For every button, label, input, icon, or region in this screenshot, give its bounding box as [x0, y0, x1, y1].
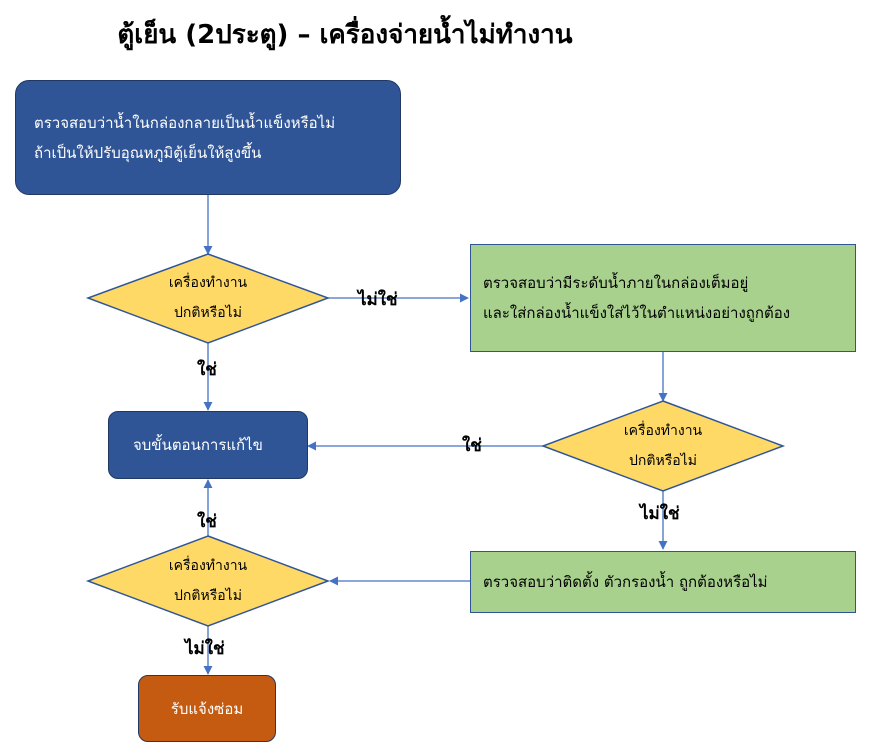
decision-3-text: เครื่องทำงาน ปกติหรือไม่	[168, 558, 248, 604]
step-check-water-level: ตรวจสอบว่ามีระดับน้ำภายในกล่องเต็มอยู่ แ…	[470, 244, 856, 352]
decision-2-text: เครื่องทำงาน ปกติหรือไม่	[623, 423, 703, 469]
label-d1-yes: ใช่	[197, 360, 217, 380]
label-d3-no: ไม่ใช่	[185, 639, 225, 659]
step-check-ice-bin-text: ตรวจสอบว่าน้ำในกล่องกลายเป็นน้ำแข็งหรือไ…	[34, 113, 336, 162]
label-d1-no: ไม่ใช่	[358, 290, 398, 310]
decision-1-text: เครื่องทำงาน ปกติหรือไม่	[168, 275, 248, 321]
step-end-text: จบขั้นตอนการแก้ไข	[133, 436, 263, 454]
label-d2-no: ไม่ใช่	[640, 504, 680, 524]
step-check-ice-bin: ตรวจสอบว่าน้ำในกล่องกลายเป็นน้ำแข็งหรือไ…	[15, 80, 401, 195]
page-title: ตู้เย็น (2ประตู) – เครื่องจ่ายน้ำไม่ทำงา…	[117, 20, 573, 50]
step-request-repair-text: รับแจ้งซ่อม	[170, 699, 244, 718]
step-check-filter: ตรวจสอบว่าติดตั้ง ตัวกรองน้ำ ถูกต้องหรือ…	[470, 551, 856, 613]
decision-diamond-2	[540, 400, 786, 492]
decision-diamond-3	[85, 535, 331, 627]
decision-diamond-1	[85, 253, 331, 344]
step-end: จบขั้นตอนการแก้ไข	[108, 411, 308, 479]
step-request-repair: รับแจ้งซ่อม	[138, 675, 276, 742]
label-d2-yes: ใช่	[462, 436, 482, 456]
label-d3-yes: ใช่	[197, 512, 217, 532]
step-check-water-level-text: ตรวจสอบว่ามีระดับน้ำภายในกล่องเต็มอยู่ แ…	[483, 274, 791, 322]
step-check-filter-text: ตรวจสอบว่าติดตั้ง ตัวกรองน้ำ ถูกต้องหรือ…	[483, 573, 768, 591]
